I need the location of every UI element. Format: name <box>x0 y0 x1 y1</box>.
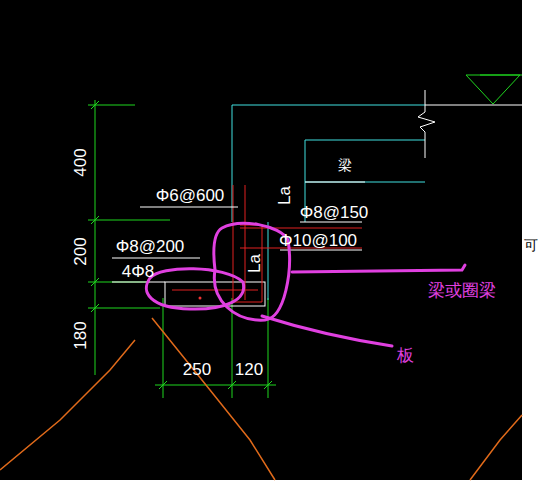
dimension-text: 250 <box>183 361 211 378</box>
dimension-text: 400 <box>72 148 89 176</box>
rebar-callout: Φ8@150 <box>300 204 369 221</box>
rebar-callout: Φ10@100 <box>279 232 357 249</box>
anchor-length: La <box>245 254 262 273</box>
rebar-callout: Φ6@600 <box>156 187 225 204</box>
dimension-text: 200 <box>72 237 89 265</box>
cut-text: 可 <box>524 238 538 252</box>
rebar-callout: 4Φ8 <box>122 263 154 280</box>
rebar-callout: Φ8@200 <box>116 238 185 255</box>
member-label: 梁 <box>338 158 352 173</box>
anchor-length: La <box>275 186 292 205</box>
annotation: 梁或圈梁 <box>428 282 496 299</box>
dimension-text: 180 <box>72 321 89 349</box>
annotation: 板 <box>397 347 414 364</box>
dimension-text: 120 <box>235 361 263 378</box>
